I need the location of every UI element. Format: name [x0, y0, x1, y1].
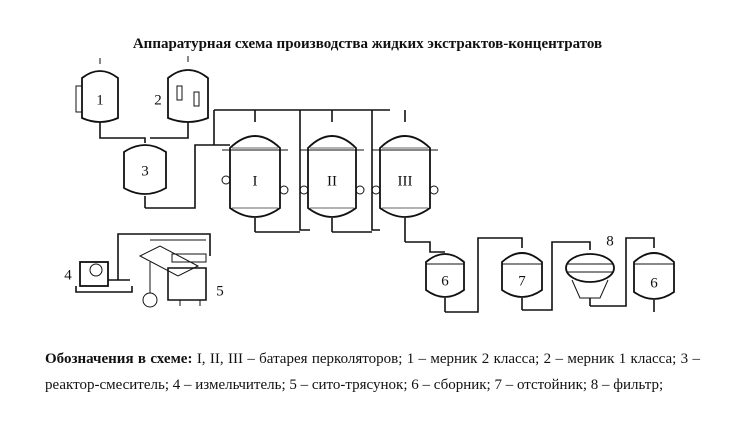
settler-7-label: 7 — [518, 273, 526, 289]
percolator-2-label: II — [327, 173, 337, 189]
collector-6b: 6 — [633, 252, 675, 312]
settler-7: 7 — [501, 252, 543, 310]
pipe-1-to-3 — [99, 132, 146, 143]
grinder-4: 4 — [64, 261, 133, 293]
process-diagram: 1 2 3 — [64, 56, 675, 313]
percolator-1: I — [221, 135, 289, 232]
percolator-1-label: I — [253, 173, 258, 189]
legend-heading: Обозначения в схеме: — [45, 351, 193, 367]
collector-6a: 6 — [425, 253, 465, 312]
collector-6b-label: 6 — [650, 275, 658, 291]
feed-pipe-grinder — [117, 233, 211, 280]
pipe-3-to-percolators — [145, 144, 230, 209]
sieve-shaker-5-label: 5 — [216, 283, 224, 299]
pipe-6-to-7 — [445, 237, 523, 313]
percolator-3: III — [371, 135, 439, 242]
collector-6a-label: 6 — [441, 273, 449, 289]
vessel-2-measuring-tank: 2 — [154, 56, 209, 132]
legend-text: I, II, III – батарея перколяторов; 1 – м… — [45, 351, 700, 393]
pipe-3-to-collector-6 — [405, 241, 445, 253]
pipe-8-to-6 — [590, 237, 655, 307]
grinder-4-label: 4 — [64, 267, 72, 283]
pipe-2-to-3 — [150, 132, 189, 139]
vessel-2-label: 2 — [154, 92, 162, 108]
percolator-2: II — [299, 135, 365, 232]
filter-8: 8 — [565, 233, 615, 306]
vessel-3-label: 3 — [141, 163, 149, 179]
vessel-1-label: 1 — [96, 92, 104, 108]
vessel-3-reactor-mixer: 3 — [123, 144, 167, 208]
sieve-shaker-5: 5 — [138, 245, 224, 308]
vessel-1-measuring-tank: 1 — [75, 58, 119, 132]
pipe-7-to-8 — [522, 241, 591, 311]
filter-8-label: 8 — [606, 233, 614, 249]
percolator-3-label: III — [398, 173, 413, 189]
diagram-title: Аппаратурная схема производства жидких э… — [132, 36, 603, 52]
legend: Обозначения в схеме: I, II, III – батаре… — [45, 346, 700, 398]
